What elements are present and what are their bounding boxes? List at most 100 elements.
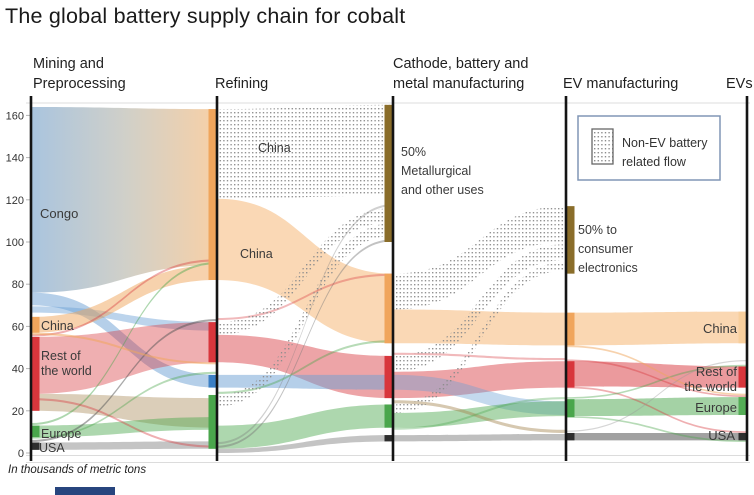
y-tick-label: 120 (6, 195, 24, 207)
flow-row-nonev-to-metallurgical (217, 208, 393, 335)
node-c_row (384, 355, 392, 399)
node-c_gray (384, 435, 392, 442)
flow-thin-flow (566, 345, 747, 396)
flow-thin-flow (31, 259, 217, 337)
node-m_usa (32, 442, 40, 450)
node-v_usa (738, 432, 746, 441)
flow-thin-flow (217, 239, 393, 448)
flow-china-nonev-to-consumer-electronics (393, 206, 566, 310)
legend-text-line: Non-EV battery (622, 136, 708, 150)
node-v_china (738, 311, 746, 344)
flow-congo-to-china-refining (31, 106, 217, 293)
flow-europe-cathode-to-europe-evmfg (393, 401, 566, 428)
node-m_row (32, 336, 40, 411)
flow-thin-flow (31, 262, 217, 426)
flow-row-mining-to-row-refining (31, 322, 217, 394)
node-c_met (384, 104, 392, 242)
flow-thin-flow (566, 364, 747, 399)
chart-label-12: consumer (578, 242, 633, 256)
node-r_china (208, 109, 216, 280)
chart-label-1: China (41, 319, 74, 333)
chart-label-10: and other uses (401, 183, 484, 197)
flow-thin-flow (217, 273, 393, 321)
chart-label-2: Rest of (41, 349, 81, 363)
flow-thin-flow (217, 340, 393, 394)
chart-label-18: USA (708, 428, 735, 443)
y-tick-label: 160 (6, 110, 24, 122)
flow-china-mining-to-china-refining (31, 265, 217, 333)
chart-label-11: 50% to (578, 223, 617, 237)
node-r_blue (208, 374, 216, 388)
node-e_eur (567, 399, 575, 418)
chart-label-6: China (258, 141, 291, 155)
stage-header-mining: Mining and (33, 56, 104, 72)
flow-thin-flow (566, 359, 747, 432)
flow-gray-flow (217, 435, 393, 453)
flow-china-evmfg-to-china-evs (566, 311, 747, 346)
flow-row-evmfg-to-row-evs (566, 361, 747, 388)
node-e_row (567, 361, 575, 388)
node-e_china (567, 312, 575, 346)
flow-usa-flow (393, 434, 566, 442)
flow-thin-flow (31, 398, 217, 448)
flow-row-cathode-to-row-evmfg (393, 361, 566, 399)
node-r_row (208, 322, 216, 363)
flow-row-mining-to-green-refining (31, 393, 217, 428)
bottom-blue-strip (55, 487, 115, 495)
flow-congo-to-blue-refiner (31, 292, 217, 388)
flow-thin-flow (31, 319, 217, 443)
chart-title: The global battery supply chain for coba… (5, 4, 406, 28)
stage-header-refining: Refining (215, 76, 268, 92)
chart-label-7: China (240, 247, 273, 261)
flow-thin-flow (566, 416, 747, 443)
flow-green-nonev-to-metallurgical (217, 223, 393, 407)
y-tick-label: 80 (12, 279, 24, 291)
node-m_china (32, 316, 40, 333)
flow-thin-flow (566, 386, 747, 433)
flow-europe-mining-to-green-refining (31, 417, 217, 438)
chart-label-9: Metallurgical (401, 164, 471, 178)
flow-green-refining-to-europe-cathode (217, 404, 393, 449)
flow-row-nonev-to-consumer-electronics (393, 244, 566, 372)
flow-thin-flow (31, 371, 217, 439)
node-c_china (384, 273, 392, 344)
node-m_europe (32, 425, 40, 438)
flow-europe-nonev-to-consumer-electronics (393, 262, 566, 413)
chart-label-5: USA (39, 441, 65, 455)
stage-header-cathode: Cathode, battery and (393, 56, 528, 72)
chart-label-4: Europe (41, 427, 81, 441)
chart-label-16: the world (684, 379, 737, 394)
flow-thin-flow (217, 204, 393, 445)
unit-footnote: In thousands of metric tons (8, 464, 147, 476)
chart-label-13: electronics (578, 261, 638, 275)
chart-label-17: Europe (695, 400, 737, 415)
chart-label-8: 50% (401, 145, 426, 159)
node-r_green (208, 394, 216, 449)
y-tick-label: 0 (18, 448, 24, 460)
node-v_row (738, 366, 746, 388)
y-tick-label: 100 (6, 237, 24, 249)
flow-thin-flow (31, 332, 217, 365)
stage-header-evs: EVs (726, 76, 753, 92)
chart-label-15: Rest of (696, 364, 738, 379)
flow-blue-refining-flow (217, 374, 393, 390)
chart-label-0: Congo (40, 206, 78, 221)
chart-label-3: the world (41, 364, 92, 378)
flow-thin-flow (393, 400, 566, 433)
flow-europe-evmfg-to-europe-evs (566, 397, 747, 417)
y-tick-label: 140 (6, 153, 24, 165)
node-c_eur (384, 404, 392, 428)
flow-china-nonev-to-metallurgical (217, 104, 393, 199)
y-tick-label: 20 (12, 406, 24, 418)
flow-thin-flow (393, 397, 566, 430)
stage-header-cathode: metal manufacturing (393, 76, 524, 92)
node-v_eur (738, 397, 746, 416)
node-e_ce (567, 206, 575, 274)
stage-header-mining: Preprocessing (33, 76, 126, 92)
flow-usa-mining-flow (31, 441, 217, 450)
flow-china-cathode-to-china-evmfg (393, 309, 566, 346)
legend-dotted-swatch (591, 128, 614, 165)
stage-header-evmfg: EV manufacturing (563, 76, 678, 92)
